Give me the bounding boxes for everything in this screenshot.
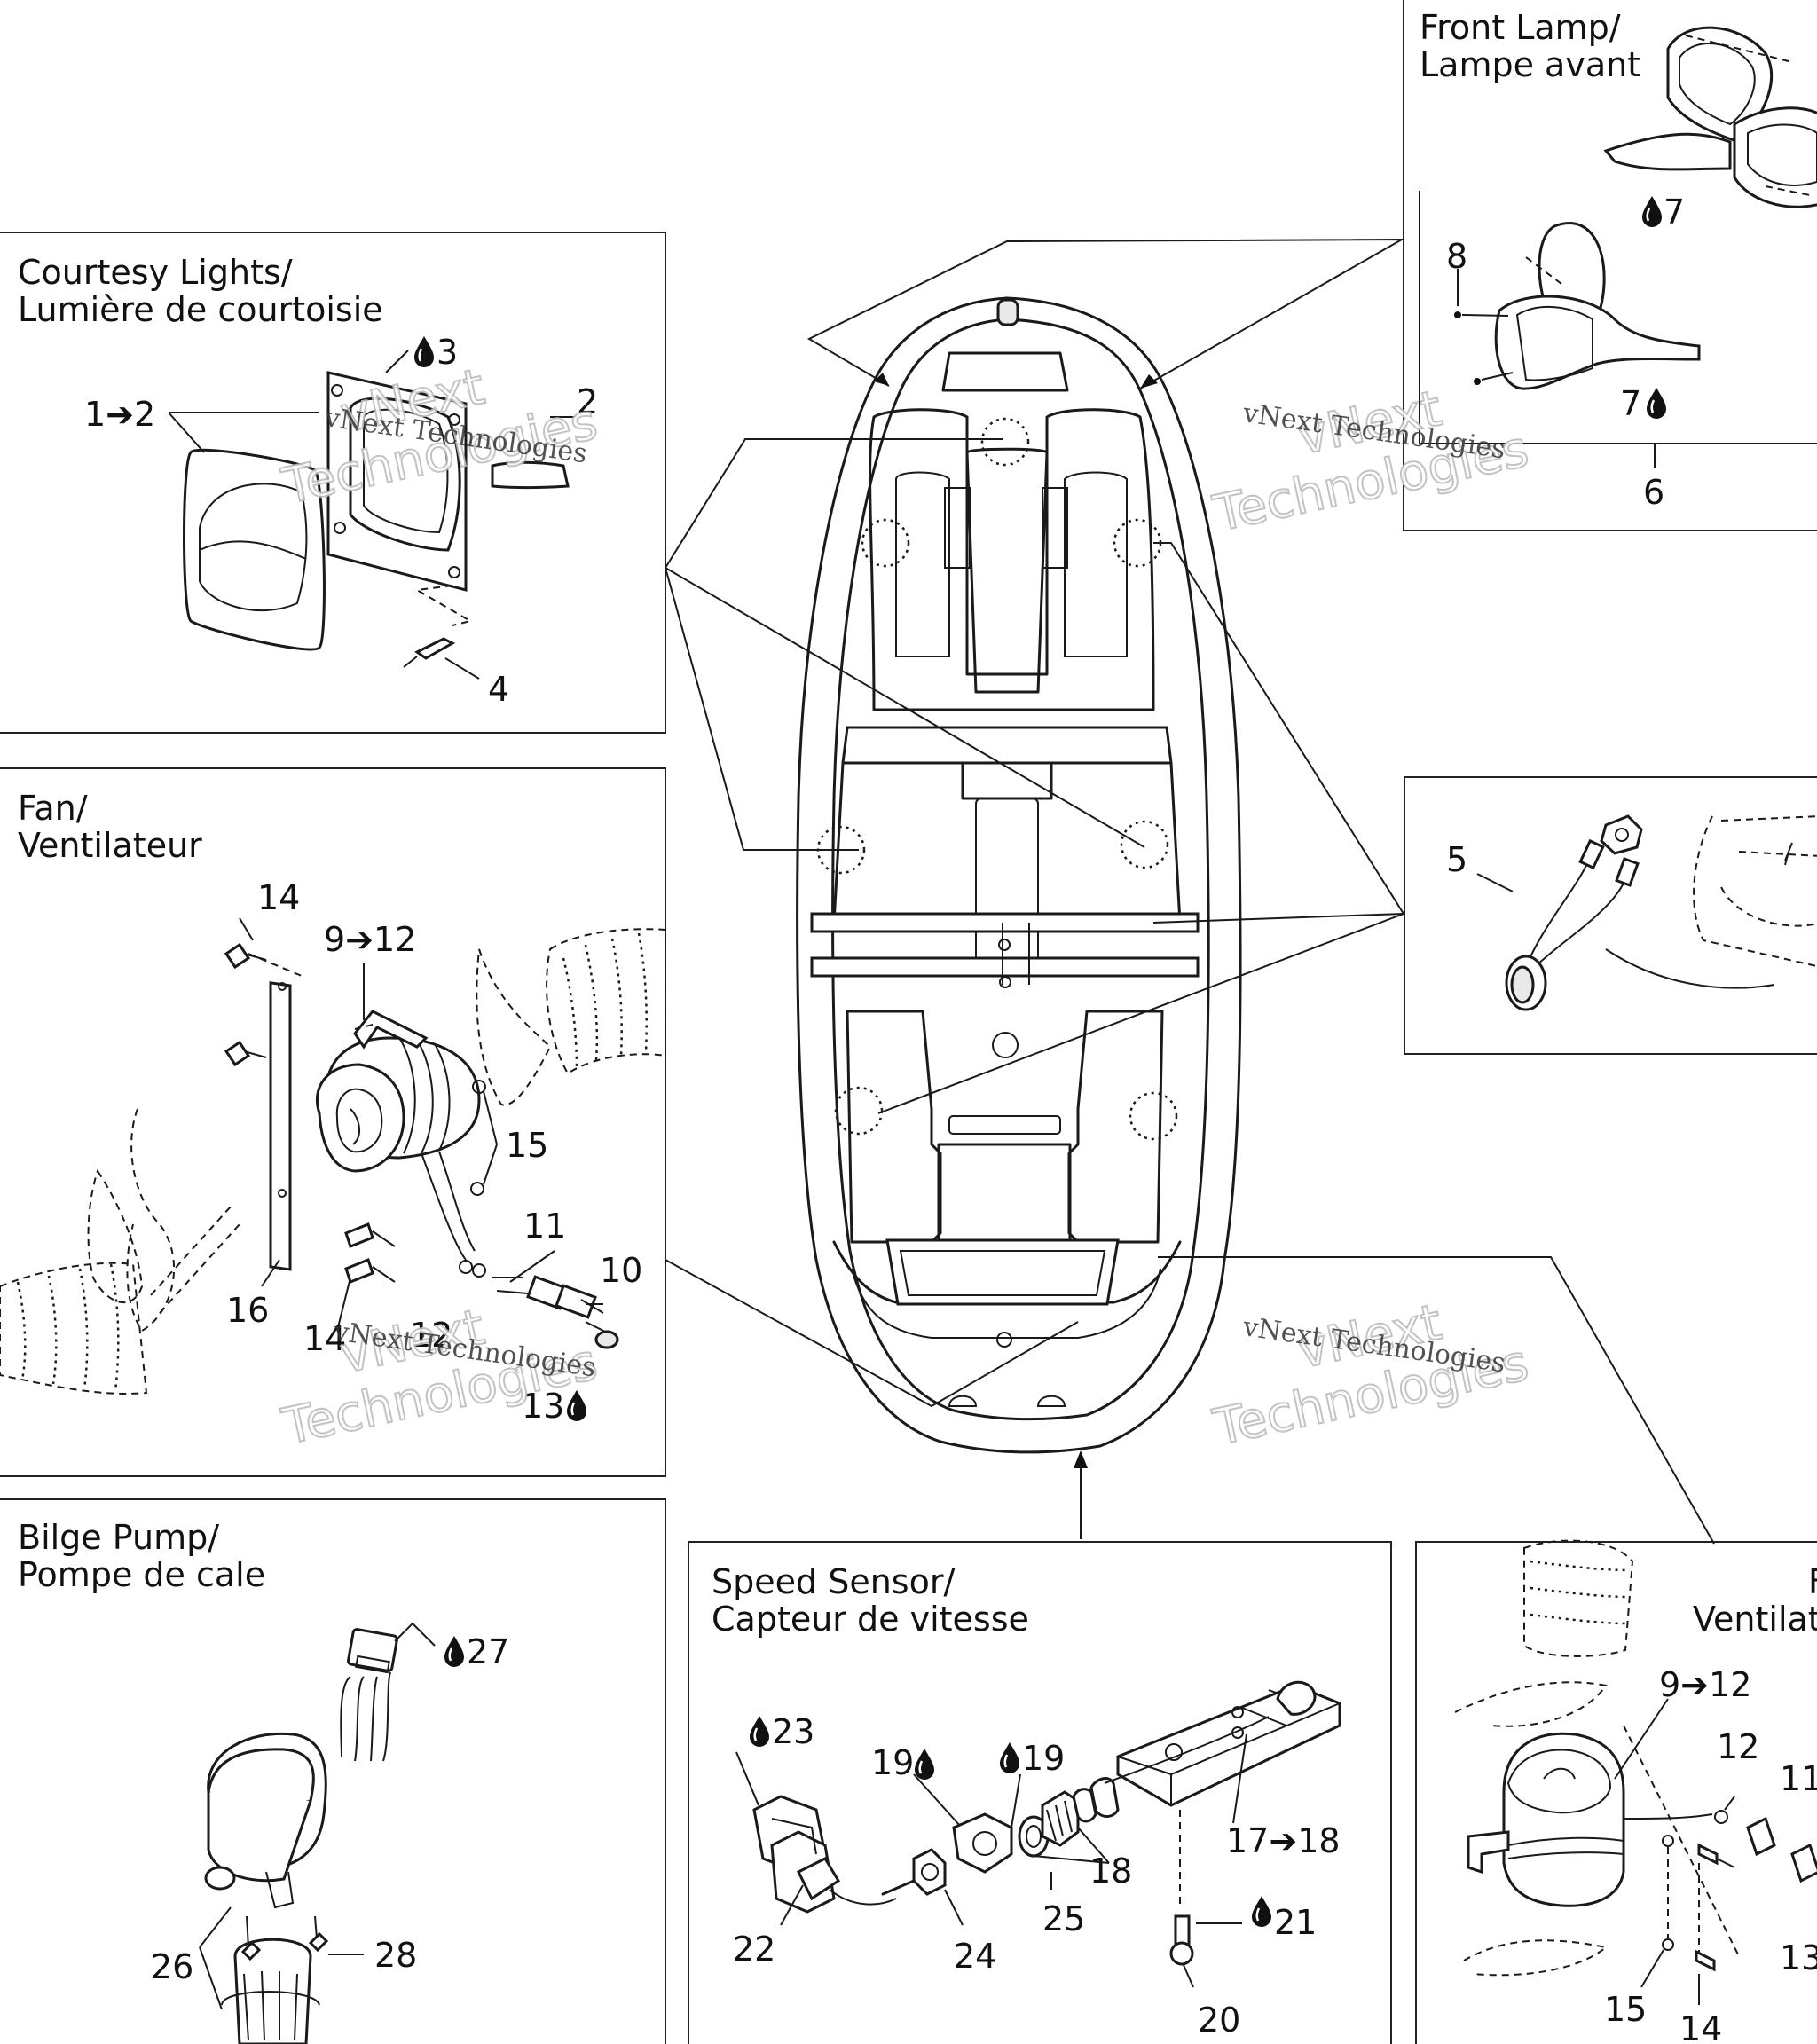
bilge-title: Bilge Pump/ (18, 1518, 219, 1557)
callout-27: 27 (467, 1632, 509, 1671)
speed-subtitle: Capteur de vitesse (712, 1600, 1029, 1639)
callout-13: 13 (522, 1387, 564, 1426)
callout-17-18: 17➔18 (1226, 1821, 1341, 1860)
callout-7b: 7 (1620, 384, 1641, 423)
fan-title: Fan/ (18, 789, 88, 828)
callout-12: 12 (410, 1316, 452, 1355)
callout-3: 3 (437, 333, 458, 372)
fan-rear-title: F (1808, 1562, 1817, 1601)
callout-14b: 14 (303, 1319, 346, 1358)
drop-icon (913, 1747, 936, 1781)
fan-parts (0, 917, 666, 1395)
courtesy-lights-panel (0, 232, 666, 734)
front-lamp-title: Front Lamp/ (1420, 8, 1621, 47)
bilge-pump-panel (0, 1498, 666, 2044)
callout-r12: 12 (1717, 1727, 1759, 1766)
fan-rear-panel (1415, 1541, 1817, 2044)
front-lamp-panel (1403, 0, 1817, 531)
callout-21: 21 (1274, 1903, 1317, 1942)
callout-10: 10 (600, 1251, 642, 1290)
callout-6: 6 (1643, 473, 1664, 512)
callout-23: 23 (772, 1712, 814, 1751)
callout-r13: 13 (1780, 1938, 1817, 1977)
callout-11: 11 (523, 1207, 566, 1246)
horn-panel (1404, 776, 1817, 1055)
bilge-subtitle: Pompe de cale (18, 1555, 265, 1594)
front-lamp-parts (1419, 26, 1817, 468)
drop-icon (1640, 194, 1664, 229)
drop-icon (413, 334, 436, 369)
speed-title: Speed Sensor/ (712, 1562, 955, 1601)
callout-r9-12: 9➔12 (1659, 1665, 1751, 1704)
callout-9-12: 9➔12 (324, 920, 416, 959)
callout-19b: 19 (1022, 1739, 1065, 1778)
speed-sensor-parts (735, 1680, 1341, 1988)
callout-r11: 11 (1780, 1759, 1817, 1798)
callout-14a: 14 (257, 878, 300, 917)
callouts: 1➔2 3 2 4 7 8 7 6 5 14 9➔12 15 11 10 16 … (84, 193, 1817, 2044)
fan-panel (0, 767, 666, 1477)
courtesy-title: Courtesy Lights/ (18, 253, 293, 292)
callout-19a: 19 (871, 1743, 914, 1782)
drop-icon (1645, 386, 1668, 421)
horn-parts (1476, 814, 1817, 1011)
fan-rear-subtitle: Ventilat (1693, 1600, 1817, 1639)
callout-4: 4 (488, 670, 509, 709)
callout-1-2: 1➔2 (84, 395, 155, 434)
callout-7a: 7 (1664, 193, 1685, 232)
pointer-lines (665, 238, 1715, 1545)
fan-subtitle: Ventilateur (18, 826, 202, 865)
drop-icon (1250, 1894, 1273, 1929)
callout-16: 16 (226, 1291, 269, 1330)
courtesy-subtitle: Lumière de courtoisie (18, 290, 383, 329)
drop-icon (998, 1741, 1021, 1775)
callout-22: 22 (733, 1930, 775, 1969)
drop-icon (443, 1634, 466, 1669)
fan-rear-parts (1454, 1539, 1817, 2005)
speed-sensor-panel (688, 1541, 1392, 2044)
callout-24: 24 (954, 1937, 996, 1976)
callout-8: 8 (1446, 237, 1467, 276)
callout-r14: 14 (1679, 2009, 1722, 2044)
courtesy-lights-parts (168, 350, 577, 680)
callout-15: 15 (506, 1126, 548, 1165)
drop-icon (748, 1714, 771, 1749)
callout-26: 26 (151, 1947, 193, 1986)
callout-28: 28 (374, 1936, 417, 1975)
bilge-pump-parts (199, 1622, 436, 2044)
callout-2: 2 (577, 382, 598, 421)
callout-5: 5 (1446, 840, 1467, 879)
callout-18: 18 (1089, 1851, 1132, 1891)
callout-r15: 15 (1604, 1990, 1647, 2029)
callout-20: 20 (1198, 2001, 1240, 2040)
front-lamp-subtitle: Lampe avant (1420, 45, 1640, 84)
callout-25: 25 (1042, 1899, 1085, 1938)
boat-drawing (796, 296, 1242, 1454)
